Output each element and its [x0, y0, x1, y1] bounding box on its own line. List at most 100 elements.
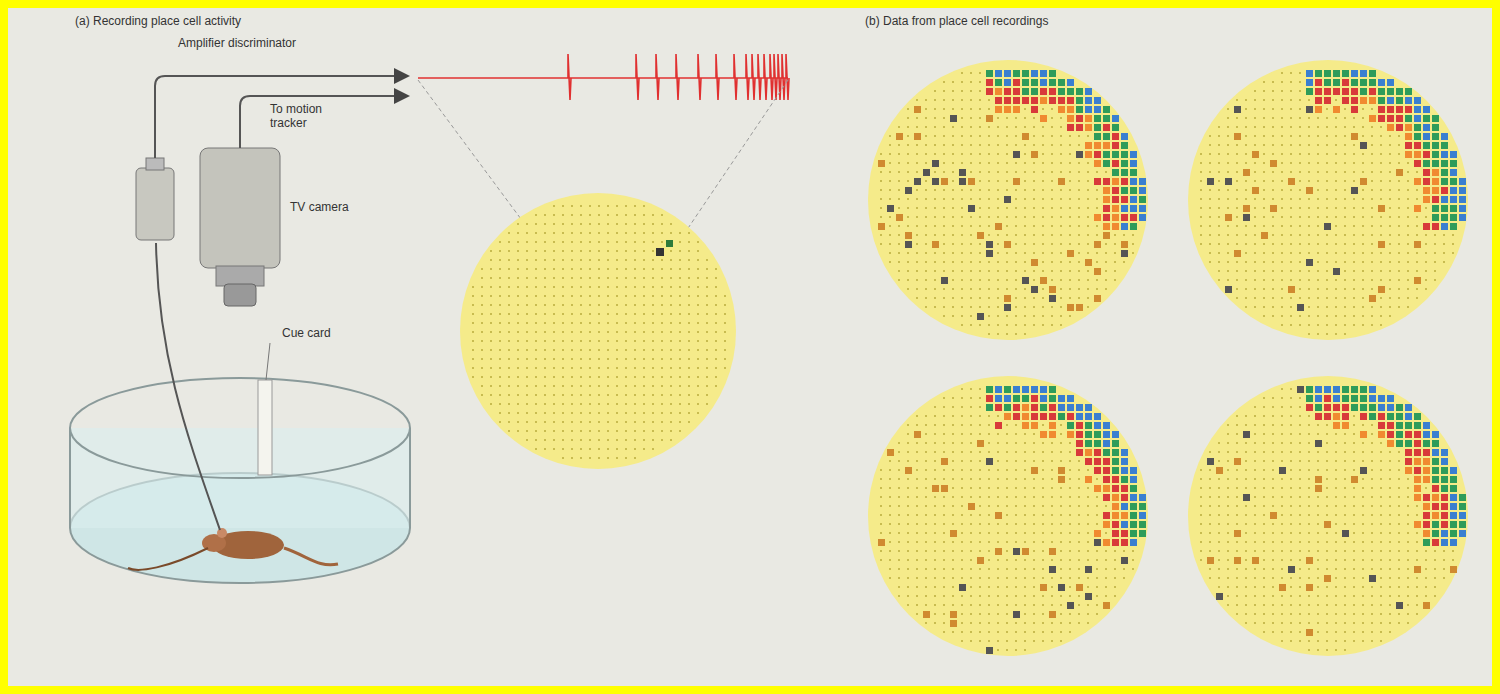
- drawing-part: [544, 232, 546, 234]
- drawing-part: [1069, 162, 1071, 164]
- drawing-part: [1299, 144, 1301, 146]
- drawing-part: [1272, 171, 1274, 173]
- drawing-part: [562, 385, 564, 387]
- drawing-part: [544, 421, 546, 423]
- cable: [156, 243, 220, 530]
- drawing-part: [634, 322, 636, 324]
- drawing-part: [1069, 189, 1071, 191]
- drawing-part: [589, 295, 591, 297]
- drawing-part: [1085, 259, 1092, 266]
- drawing-part: [952, 216, 954, 218]
- drawing-part: [706, 376, 708, 378]
- drawing-part: [688, 232, 690, 234]
- drawing-part: [1362, 117, 1364, 119]
- drawing-part: [652, 403, 654, 405]
- drawing-part: [697, 358, 699, 360]
- drawing-part: [1051, 144, 1053, 146]
- drawing-part: [553, 295, 555, 297]
- drawing-part: [1387, 97, 1394, 104]
- drawing-part: [607, 385, 609, 387]
- drawing-part: [1209, 189, 1211, 191]
- drawing-part: [1103, 160, 1110, 167]
- drawing-part: [1121, 178, 1128, 185]
- rat-position: [666, 240, 673, 247]
- drawing-part: [1299, 198, 1301, 200]
- drawing-part: [907, 171, 909, 173]
- drawing-part: [1051, 135, 1053, 137]
- drawing-part: [1306, 70, 1313, 77]
- drawing-part: [607, 376, 609, 378]
- drawing-part: [961, 153, 963, 155]
- drawing-part: [1078, 207, 1080, 209]
- drawing-part: [1362, 162, 1364, 164]
- drawing-part: [553, 358, 555, 360]
- drawing-part: [562, 421, 564, 423]
- drawing-part: [1362, 243, 1364, 245]
- drawing-part: [1317, 171, 1319, 173]
- drawing-part: [1006, 117, 1008, 119]
- drawing-part: [670, 295, 672, 297]
- drawing-part: [472, 340, 474, 342]
- drawing-part: [598, 376, 600, 378]
- cue-card: [258, 380, 272, 475]
- drawing-part: [934, 135, 936, 137]
- drawing-part: [598, 259, 600, 261]
- drawing-part: [697, 385, 699, 387]
- drawing-part: [979, 198, 981, 200]
- drawing-part: [499, 403, 501, 405]
- drawing-part: [607, 304, 609, 306]
- spike: [758, 54, 761, 100]
- drawing-part: [562, 223, 564, 225]
- drawing-part: [1299, 225, 1301, 227]
- drawing-part: [697, 331, 699, 333]
- drawing-part: [1407, 252, 1409, 254]
- drawing-part: [1051, 207, 1053, 209]
- drawing-part: [1353, 117, 1355, 119]
- drawing-part: [562, 295, 564, 297]
- drawing-part: [580, 268, 582, 270]
- drawing-part: [1209, 171, 1211, 173]
- drawing-part: [1344, 144, 1346, 146]
- drawing-part: [1051, 324, 1053, 326]
- spike: [734, 54, 737, 100]
- drawing-part: [1344, 234, 1346, 236]
- drawing-part: [553, 340, 555, 342]
- drawing-part: [661, 385, 663, 387]
- drawing-part: [1398, 135, 1400, 137]
- drawing-part: [679, 349, 681, 351]
- drawing-part: [907, 279, 909, 281]
- drawing-part: [1351, 79, 1358, 86]
- drawing-part: [1299, 171, 1301, 173]
- drawing-part: [517, 394, 519, 396]
- drawing-part: [598, 205, 600, 207]
- drawing-part: [1317, 126, 1319, 128]
- drawing-part: [535, 394, 537, 396]
- drawing-part: [1272, 180, 1274, 182]
- drawing-part: [589, 439, 591, 441]
- spike-train: [418, 54, 789, 100]
- drawing-part: [508, 403, 510, 405]
- drawing-part: [880, 153, 882, 155]
- drawing-part: [1254, 135, 1256, 137]
- drawing-part: [580, 232, 582, 234]
- drawing-part: [697, 277, 699, 279]
- drawing-part: [1015, 189, 1017, 191]
- drawing-part: [535, 340, 537, 342]
- drawing-part: [1006, 144, 1008, 146]
- drawing-part: [979, 81, 981, 83]
- drawing-part: [724, 340, 726, 342]
- drawing-part: [1040, 277, 1047, 284]
- drawing-part: [1396, 124, 1403, 131]
- drawing-part: [625, 286, 627, 288]
- drawing-part: [1360, 97, 1367, 104]
- drawing-part: [1227, 126, 1229, 128]
- drawing-part: [988, 153, 990, 155]
- drawing-part: [1060, 153, 1062, 155]
- drawing-part: [715, 322, 717, 324]
- drawing-part: [1049, 295, 1056, 302]
- drawing-part: [1407, 234, 1409, 236]
- drawing-part: [616, 331, 618, 333]
- drawing-part: [1263, 162, 1265, 164]
- drawing-part: [997, 189, 999, 191]
- drawing-part: [1236, 216, 1238, 218]
